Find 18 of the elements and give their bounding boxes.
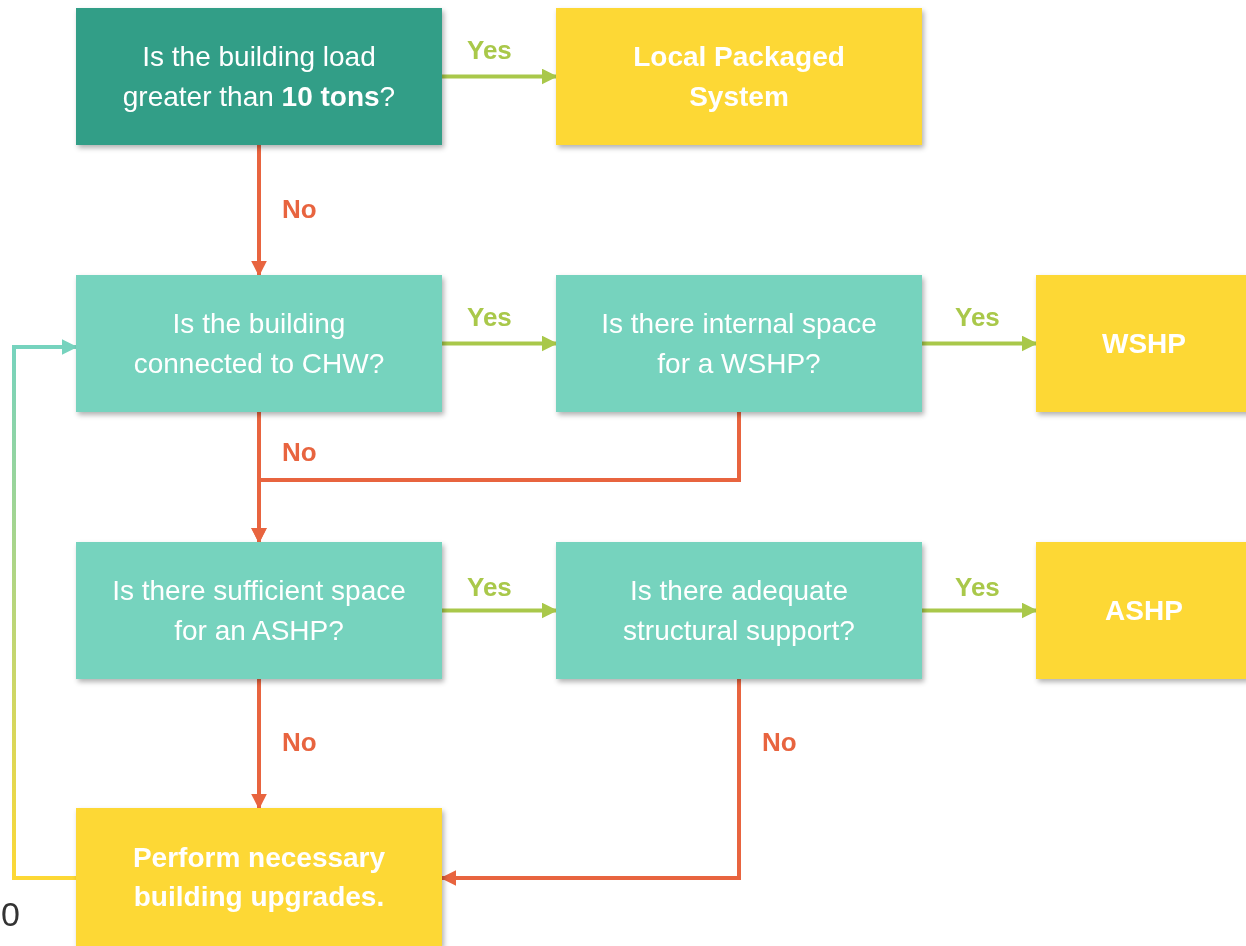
arrow <box>442 602 558 619</box>
arrow <box>442 335 558 352</box>
decision-box: Is the building load greater than 10 tons? <box>76 8 442 145</box>
arrow <box>251 145 267 277</box>
result-box: Local Packaged System <box>556 8 922 145</box>
arrow <box>442 68 558 85</box>
decision-box: Is there adequate structural support? <box>556 542 922 679</box>
decision-box: Is there sufficient space for an ASHP? <box>76 542 442 679</box>
arrow <box>922 602 1038 619</box>
result-box: WSHP <box>1036 275 1246 412</box>
arrow <box>251 679 267 810</box>
result-box: ASHP <box>1036 542 1246 679</box>
arrow <box>922 335 1038 352</box>
decision-box: Is the building connected to CHW? <box>76 275 442 412</box>
page-number: 0 <box>1 896 20 934</box>
result-box: Perform necessary building upgrades. <box>76 808 442 946</box>
arrow <box>12 339 78 880</box>
decision-box: Is there internal space for a WSHP? <box>556 275 922 412</box>
